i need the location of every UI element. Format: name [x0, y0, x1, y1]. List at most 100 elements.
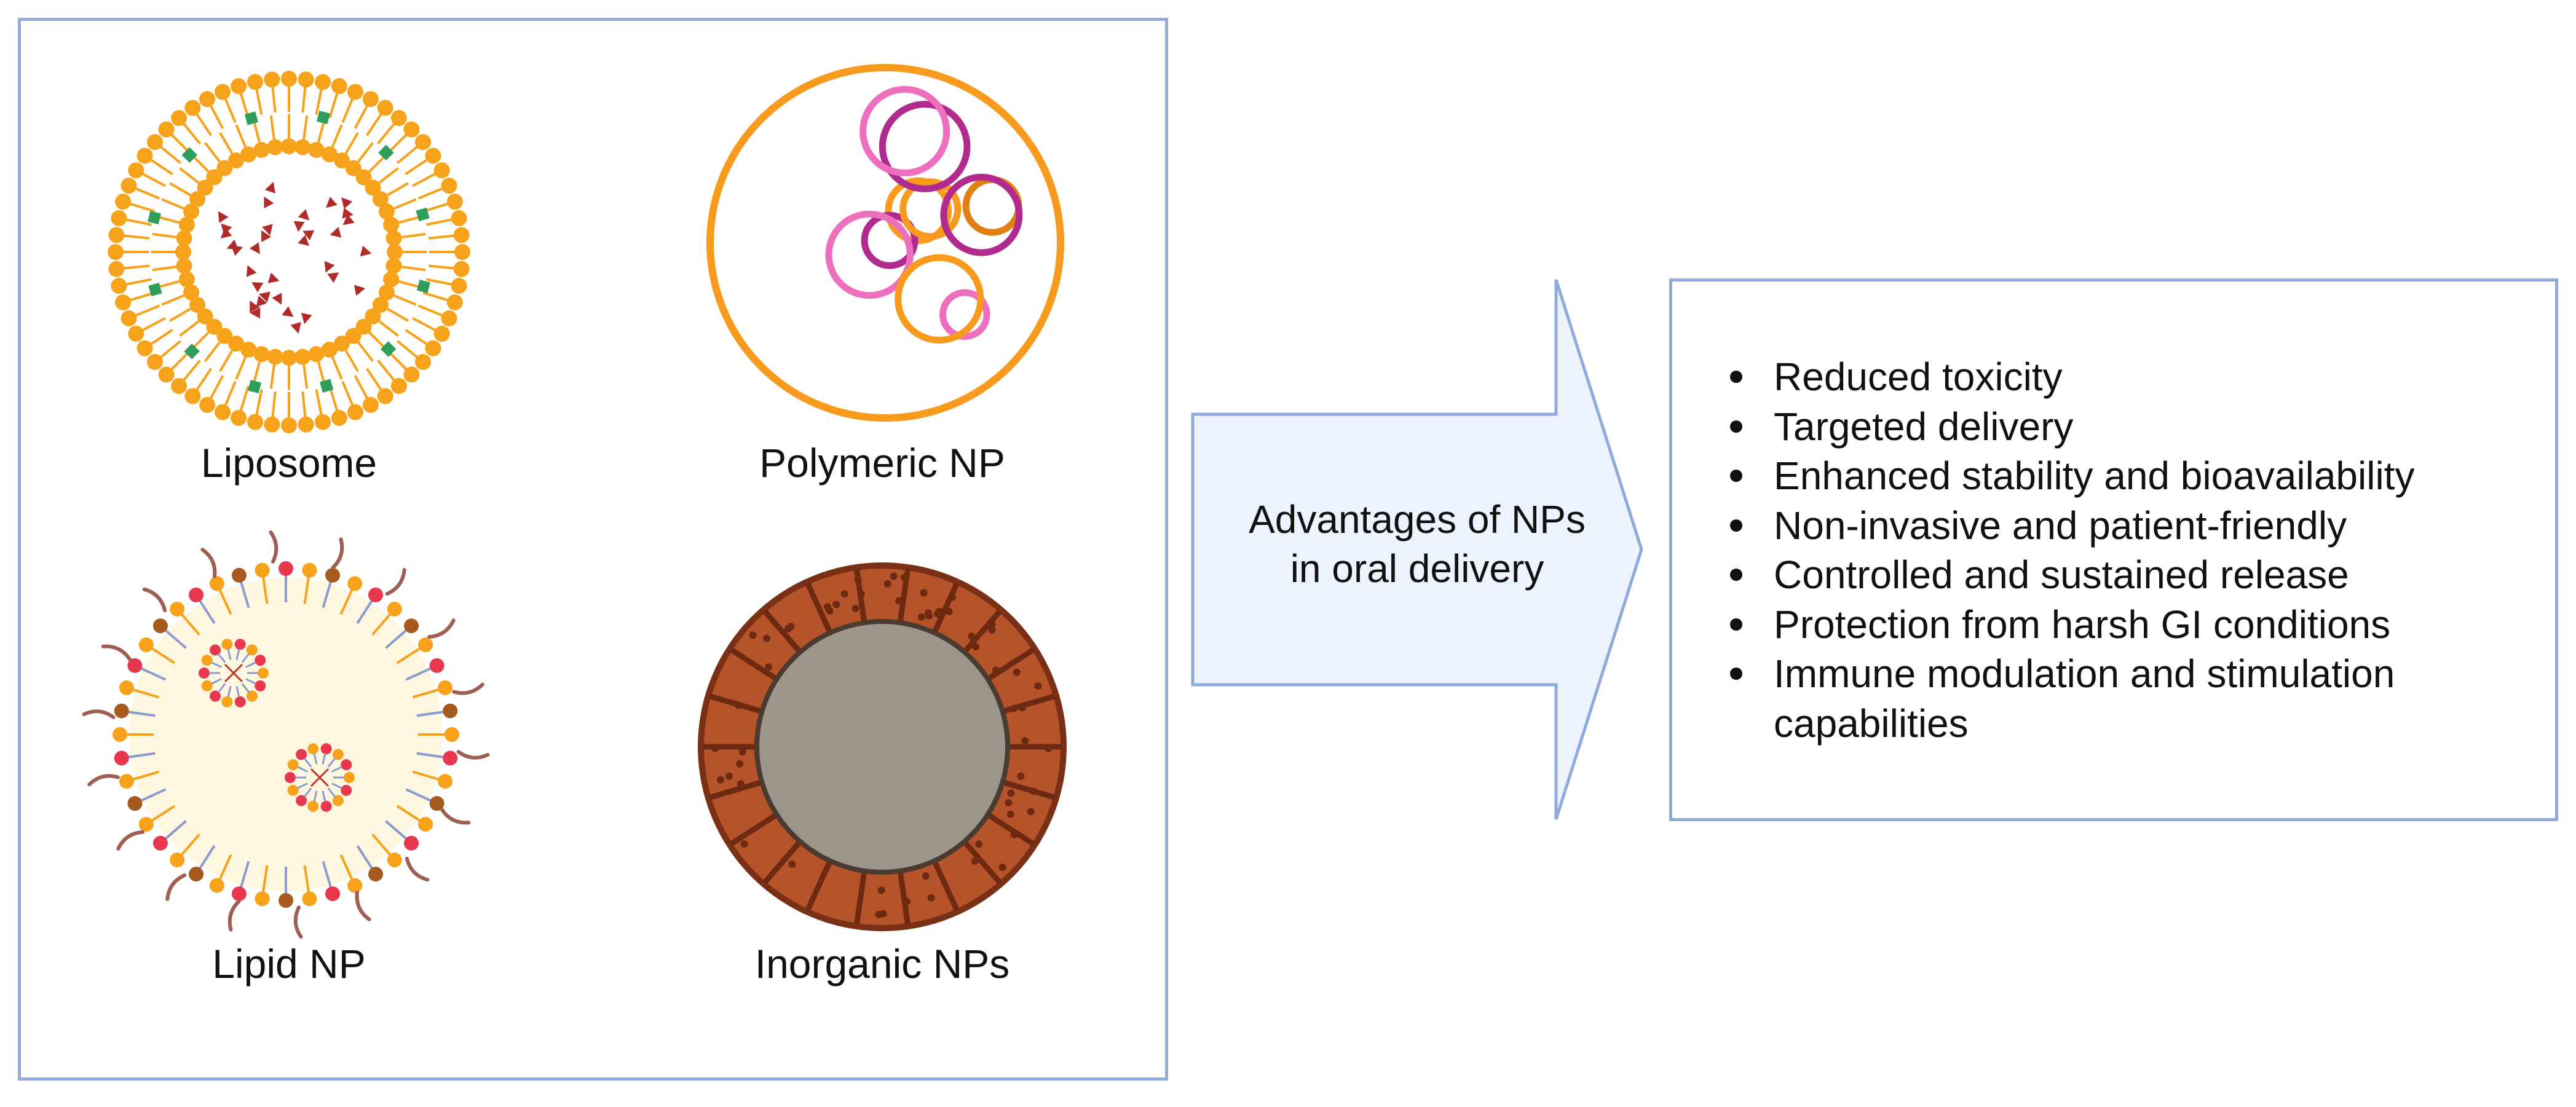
- lipid-tail: [179, 833, 200, 857]
- peg-chain: [82, 709, 116, 719]
- lipid-tail: [131, 770, 160, 781]
- shell-pore: [1005, 799, 1013, 806]
- inner-micelle-head: [320, 743, 332, 755]
- advantages-list: Reduced toxicity Targeted delivery Enhan…: [1721, 352, 2530, 748]
- lipid-tail: [322, 580, 333, 609]
- polymeric-np-illustration: [706, 64, 1064, 422]
- advantage-item: Protection from harsh GI conditions: [1721, 600, 2530, 650]
- peg-chain: [456, 750, 490, 760]
- shell-pore-wall: [762, 609, 802, 654]
- inner-micelle-tail: [217, 683, 226, 693]
- liposome-head: [321, 146, 338, 163]
- liposome-head: [362, 396, 379, 413]
- lipid-tail: [371, 833, 393, 857]
- inner-micelle-tail: [241, 653, 250, 663]
- liposome-head: [281, 417, 297, 433]
- shell-pore-wall: [805, 582, 832, 634]
- liposome-core-drug: [342, 207, 354, 219]
- liposome-head: [147, 134, 164, 151]
- lipid-head: [387, 853, 402, 868]
- liposome-head: [378, 203, 395, 220]
- shell-pore: [1013, 668, 1021, 676]
- liposome-tail: [331, 124, 343, 148]
- liposome-head: [176, 258, 192, 274]
- liposome-head: [215, 404, 231, 420]
- liposome-tail: [328, 93, 339, 119]
- liposome-tail: [396, 146, 418, 164]
- liposome-tail: [412, 317, 437, 332]
- lipid-tail: [405, 666, 433, 681]
- lipid-tail: [339, 587, 354, 615]
- polymer-outline: [706, 64, 1064, 422]
- liposome-head: [206, 318, 223, 335]
- liposome-tail: [401, 232, 426, 238]
- lipid-tail: [322, 861, 333, 889]
- shell-pore: [1018, 704, 1026, 712]
- liposome-tail: [169, 307, 191, 322]
- lipid-tail: [218, 587, 232, 615]
- peg-chain: [227, 899, 241, 932]
- liposome-head: [390, 110, 407, 127]
- liposome-membrane-drug: [181, 147, 198, 163]
- liposome-core-drug: [249, 242, 260, 254]
- lipid-head: [418, 637, 433, 653]
- liposome-head: [362, 91, 379, 108]
- shell-pore: [1027, 808, 1035, 816]
- inorganic-np-illustration: [698, 562, 1067, 931]
- liposome-head: [441, 178, 457, 194]
- liposome-head: [433, 325, 450, 342]
- liposome-core-drug: [324, 261, 335, 273]
- lipid-head: [438, 680, 453, 695]
- shell-pore: [840, 590, 848, 598]
- liposome-head: [294, 349, 311, 365]
- liposome-core-drug: [354, 285, 366, 296]
- liposome-core-drug: [272, 293, 282, 305]
- lipid-tail: [163, 628, 187, 649]
- liposome-head: [253, 141, 270, 158]
- liposome-head: [433, 162, 450, 179]
- liposome-tail: [377, 359, 395, 381]
- polymer-loop: [940, 173, 1023, 256]
- liposome-membrane-drug: [319, 379, 334, 393]
- liposome-tail: [315, 389, 323, 416]
- liposome-tail: [417, 304, 443, 317]
- peg-chain: [101, 644, 132, 661]
- polymer-loop: [939, 289, 990, 340]
- shell-pore-wall: [987, 647, 1035, 681]
- inner-micelle-tail: [245, 661, 256, 668]
- peg-chain: [200, 548, 217, 578]
- liposome-core-drug: [293, 221, 305, 232]
- arrow-shape: [1191, 279, 1643, 820]
- liposome-tail: [357, 142, 374, 163]
- lipid-head: [325, 567, 341, 583]
- liposome-membrane-drug: [416, 207, 430, 222]
- lipid-head: [113, 727, 127, 742]
- liposome-head: [425, 340, 441, 357]
- liposome-tail: [235, 124, 247, 148]
- liposome-membrane-drug: [380, 341, 397, 357]
- lipid-head: [347, 878, 363, 893]
- shell-pore: [927, 894, 935, 902]
- peg-chain: [142, 587, 167, 613]
- liposome-tail: [393, 198, 417, 210]
- liposome-tail: [239, 385, 250, 411]
- inner-micelle-tail: [327, 787, 336, 798]
- liposome-head: [446, 194, 463, 210]
- liposome-head: [454, 244, 470, 260]
- shell-pore: [949, 593, 957, 601]
- liposome-tail: [224, 380, 237, 406]
- liposome-tail: [366, 113, 382, 136]
- liposome-head: [171, 377, 188, 394]
- shell-pore: [737, 780, 745, 788]
- shell-pore-wall: [853, 871, 867, 925]
- liposome-tail: [405, 159, 428, 175]
- liposome-illustration: [108, 71, 470, 433]
- inner-micelle-head: [344, 772, 355, 783]
- liposome-core-drug: [327, 272, 339, 283]
- peg-chain: [87, 774, 120, 787]
- liposome-tail: [161, 198, 184, 210]
- liposome-core-drug: [258, 291, 271, 302]
- liposome-tail: [152, 232, 176, 238]
- liposome-head: [108, 227, 125, 243]
- liposome-tail: [255, 89, 263, 115]
